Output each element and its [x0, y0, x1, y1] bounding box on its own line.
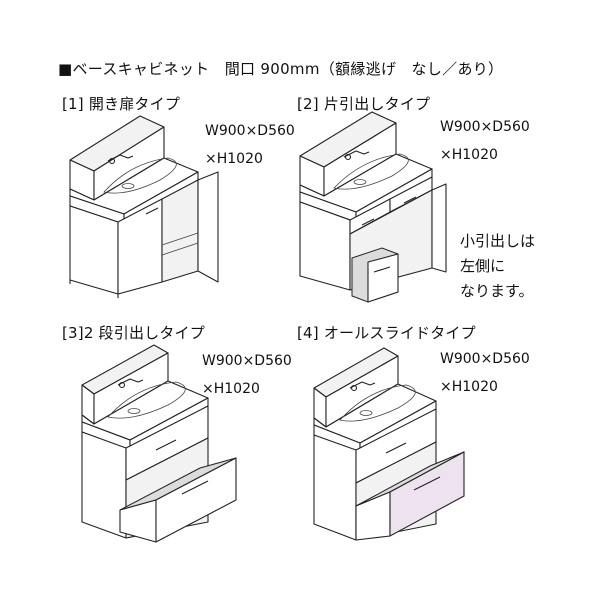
cabinet-3-two-drawer-illustration	[81, 344, 237, 543]
cabinet-1-faucet-icon	[107, 154, 134, 162]
variant-2-label: [2] 片引出しタイプ	[297, 95, 431, 113]
cabinet-2-drawer-handle-left	[361, 218, 375, 226]
cabinet-4-drain	[359, 410, 373, 416]
variant-2-note: 小引出しは 左側に なります。	[460, 229, 535, 304]
cabinet-1-drain	[121, 183, 135, 189]
cabinet-2-open-door	[431, 183, 447, 273]
cabinet-3-lower-drawer-front	[155, 457, 237, 543]
cabinet-4-all-slide-illustration	[313, 347, 465, 541]
cabinet-2-drain	[353, 179, 367, 185]
variant-4-dim-width: W900×D560	[440, 351, 530, 367]
variant-2-note-line-3: なります。	[460, 282, 534, 300]
variant-4-dimensions: W900×D560 ×H1020	[440, 345, 530, 401]
cabinet-1-hinged-door-illustration	[69, 115, 219, 298]
variant-2-dim-height: ×H1020	[440, 147, 498, 163]
cabinet-1-inner-shelf	[161, 232, 199, 256]
cabinet-3-faucet-icon	[117, 378, 144, 386]
cabinet-3-basin	[107, 381, 186, 419]
cabinet-2-small-drawer-front	[367, 253, 399, 303]
cabinet-1-open-door	[197, 171, 219, 283]
variant-3-dim-height: ×H1020	[202, 381, 260, 397]
cabinet-4-basin	[339, 384, 416, 422]
cabinet-1-basin	[103, 157, 177, 194]
cabinet-1-door-handle	[145, 207, 159, 215]
cabinet-1-side-panel	[69, 205, 119, 295]
variant-3-dimensions: W900×D560 ×H1020	[202, 347, 292, 403]
cabinet-2-drawer-handle-right	[403, 196, 417, 204]
variant-1-dim-height: ×H1020	[205, 151, 263, 167]
cabinet-4-slide-drawer-front	[389, 451, 465, 537]
variant-4-dim-height: ×H1020	[440, 379, 498, 395]
variant-2-note-line-1: 小引出しは	[460, 232, 536, 250]
cabinet-2-single-drawer-illustration	[299, 111, 447, 303]
cabinet-3-lower-drawer-handle	[181, 480, 209, 495]
cabinet-3-drain	[127, 408, 141, 414]
variant-4-label: [4] オールスライドタイプ	[297, 324, 476, 342]
cabinet-3-side-panel	[81, 431, 127, 539]
variant-3-dim-width: W900×D560	[202, 353, 292, 369]
variant-2-dimensions: W900×D560 ×H1020	[440, 113, 530, 169]
variant-2-note-line-2: 左側に	[460, 257, 506, 275]
cabinet-4-slide-drawer-handle	[413, 476, 441, 491]
cabinet-4-side-panel	[313, 434, 357, 541]
cabinet-4-upper-drawer-handle	[385, 442, 407, 454]
cabinet-3-upper-drawer-handle	[155, 439, 177, 451]
cabinet-4-faucet-icon	[349, 381, 376, 389]
cabinet-2-faucet-icon	[343, 150, 370, 158]
cabinet-2-basin	[333, 153, 409, 190]
variant-2-dim-width: W900×D560	[440, 119, 530, 135]
page-title: ■ベースキャビネット 間口 900mm（額縁逃げ なし／あり）	[58, 60, 504, 78]
variant-1-label: [1] 開き扉タイプ	[62, 95, 181, 113]
variant-1-dim-width: W900×D560	[205, 123, 295, 139]
cabinet-2-small-drawer-handle	[373, 266, 391, 273]
variant-3-label: [3]2 段引出しタイプ	[62, 324, 205, 342]
variant-1-dimensions: W900×D560 ×H1020	[205, 117, 295, 173]
